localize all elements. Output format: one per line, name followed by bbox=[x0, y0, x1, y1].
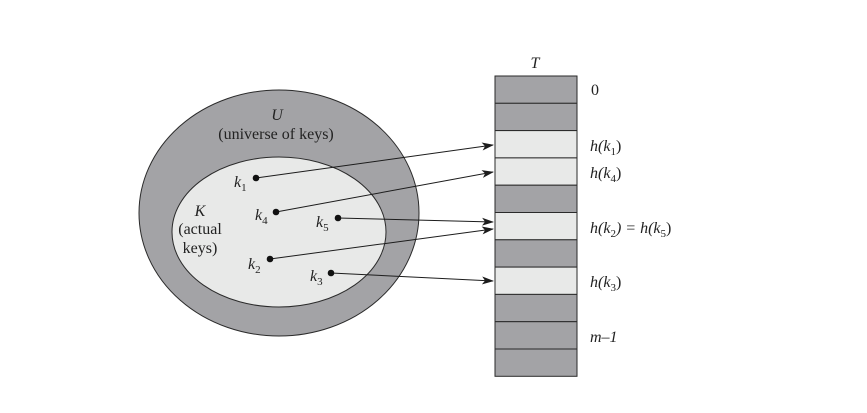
arrow-k5 bbox=[337, 217, 494, 226]
actual-keys-symbol: K bbox=[194, 203, 207, 220]
key-label-k3: k3 bbox=[310, 268, 323, 288]
table-slot-1 bbox=[494, 102, 578, 132]
key-point-k5 bbox=[334, 214, 342, 222]
universe-symbol: U bbox=[271, 107, 284, 124]
slot-label-last: m–1 bbox=[590, 329, 618, 346]
slot-label-h-k2-equals-h-k5: h(k2) = h(k5) bbox=[590, 220, 671, 240]
key-point-k1 bbox=[252, 174, 260, 182]
table-slot-6 bbox=[494, 239, 578, 268]
slot-label-h-k1: h(k1) bbox=[590, 138, 621, 158]
hash-table-slots bbox=[494, 75, 578, 377]
arrow-k2 bbox=[269, 226, 494, 260]
slot-label-h-k4: h(k4) bbox=[590, 165, 621, 185]
slot-label-h-k3: h(k3) bbox=[590, 274, 621, 294]
table-slot-10 bbox=[494, 348, 578, 377]
arrow-k1 bbox=[255, 142, 494, 179]
key-label-k4: k4 bbox=[255, 207, 268, 227]
key-label-k1: k1 bbox=[234, 174, 247, 194]
arrow-k3 bbox=[330, 272, 494, 285]
table-title: T bbox=[531, 55, 541, 72]
table-slot-4 bbox=[494, 184, 578, 213]
universe-caption: (universe of keys) bbox=[218, 126, 334, 143]
table-slot-8 bbox=[494, 293, 578, 323]
table-slot-9 bbox=[494, 321, 578, 350]
table-slot-3 bbox=[494, 157, 578, 186]
actual-keys-caption-line2: keys) bbox=[183, 240, 218, 257]
key-point-k4 bbox=[272, 208, 280, 216]
table-slot-7 bbox=[494, 266, 578, 295]
key-label-k2: k2 bbox=[248, 256, 261, 276]
key-label-k5: k5 bbox=[316, 214, 329, 234]
slot-label-0: 0 bbox=[591, 82, 599, 99]
table-slot-0 bbox=[494, 75, 578, 104]
table-slot-2 bbox=[494, 130, 578, 159]
key-point-k2 bbox=[266, 255, 274, 263]
key-arrows bbox=[255, 142, 494, 285]
key-point-k3 bbox=[327, 269, 335, 277]
table-slot-5 bbox=[494, 212, 578, 241]
actual-keys-caption-line1: (actual bbox=[178, 221, 222, 238]
arrow-k4 bbox=[275, 170, 494, 213]
actual-keys-set bbox=[171, 156, 387, 308]
